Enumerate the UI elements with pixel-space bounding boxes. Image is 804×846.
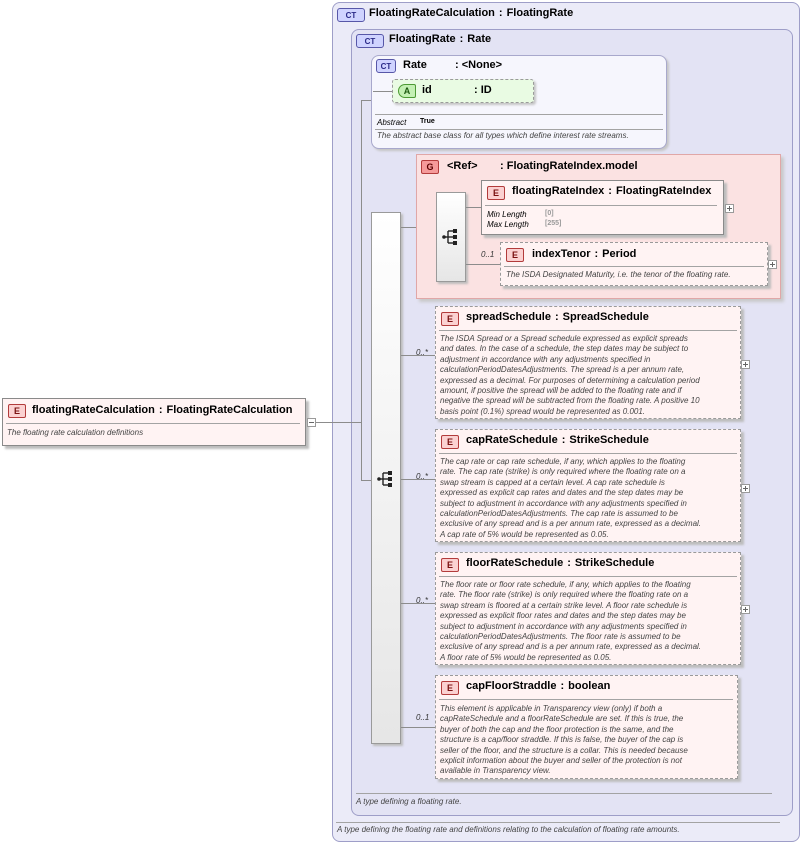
index-tenor-description: The ISDA Designated Maturity, i.e. the t… <box>506 270 731 279</box>
sequence-icon <box>442 229 457 245</box>
element-cap-rate-schedule[interactable] <box>435 429 741 542</box>
element-badge: E <box>441 435 459 449</box>
rate-type-description: The abstract base class for all types wh… <box>377 131 629 140</box>
min-length-value: [0] <box>545 210 554 217</box>
inner-complex-type-base: Rate <box>467 33 492 45</box>
sequence-icon <box>377 471 392 487</box>
element-badge: E <box>8 404 26 418</box>
max-length-label: Max Length <box>487 220 529 229</box>
cap-rate-schedule-description: The cap rate or cap rate schedule, if an… <box>440 457 702 539</box>
complex-type-badge: CT <box>376 59 396 73</box>
cap-rate-schedule-title: capRateSchedule:StrikeSchedule <box>466 434 649 446</box>
element-floor-rate-schedule[interactable] <box>435 552 741 665</box>
expand-toggle[interactable] <box>741 360 750 369</box>
cap-floor-straddle-title: capFloorStraddle:boolean <box>466 680 611 692</box>
index-tenor-type: Period <box>602 248 637 260</box>
index-tenor-name: indexTenor <box>532 248 591 260</box>
rate-type-base-wrap: : <None> <box>455 59 503 71</box>
root-element-title: floatingRateCalculation:FloatingRateCalc… <box>32 404 293 416</box>
collapse-toggle[interactable] <box>307 418 316 427</box>
outer-complex-type-base: FloatingRate <box>506 7 574 19</box>
floating-rate-index-name: floatingRateIndex <box>512 185 605 197</box>
cap-floor-straddle-name: capFloorStraddle <box>466 680 557 692</box>
complex-type-badge: CT <box>356 34 384 48</box>
inner-complex-type-name: FloatingRate <box>389 33 456 45</box>
cap-floor-straddle-multiplicity: 0..1 <box>416 713 430 722</box>
element-badge: E <box>506 248 524 262</box>
cap-rate-schedule-type: StrikeSchedule <box>569 434 649 446</box>
inner-complex-type-description: A type defining a floating rate. <box>356 797 462 806</box>
group-type-wrap: : FloatingRateIndex.model <box>500 160 638 172</box>
expand-toggle[interactable] <box>768 260 777 269</box>
floor-rate-schedule-type: StrikeSchedule <box>574 557 655 569</box>
floor-rate-schedule-multiplicity: 0..* <box>416 596 429 605</box>
attribute-name: id <box>422 84 432 96</box>
spread-schedule-name: spreadSchedule <box>466 311 551 323</box>
outer-complex-type-name: FloatingRateCalculation <box>369 7 495 19</box>
group-ref: <Ref> <box>447 160 478 172</box>
element-spread-schedule[interactable] <box>435 306 741 419</box>
floor-rate-schedule-title: floorRateSchedule:StrikeSchedule <box>466 557 655 569</box>
floating-rate-index-title: floatingRateIndex:FloatingRateIndex <box>512 185 712 197</box>
cap-rate-schedule-multiplicity: 0..* <box>416 472 429 481</box>
rate-type-title: Rate <box>403 59 427 71</box>
root-element-floating-rate-calculation[interactable] <box>2 398 306 446</box>
attribute-badge: A <box>398 84 416 98</box>
abstract-value: True <box>420 118 435 125</box>
element-floating-rate-index[interactable] <box>481 180 724 235</box>
index-tenor-title: indexTenor:Period <box>532 248 637 260</box>
expand-toggle[interactable] <box>741 605 750 614</box>
sequence-compositor[interactable] <box>371 212 401 744</box>
spread-schedule-multiplicity: 0..* <box>416 348 429 357</box>
root-element-name: floatingRateCalculation <box>32 404 155 416</box>
attribute-type-wrap: : ID <box>474 84 492 96</box>
floating-rate-index-type: FloatingRateIndex <box>615 185 712 197</box>
element-cap-floor-straddle[interactable] <box>435 675 738 779</box>
element-badge: E <box>441 681 459 695</box>
group-type: FloatingRateIndex.model <box>506 160 638 172</box>
spread-schedule-description: The ISDA Spread or a Spread schedule exp… <box>440 334 700 416</box>
cap-floor-straddle-description: This element is applicable in Transparen… <box>440 704 688 776</box>
group-badge: G <box>421 160 439 174</box>
cap-floor-straddle-type: boolean <box>568 680 611 692</box>
element-badge: E <box>487 186 505 200</box>
floor-rate-schedule-name: floorRateSchedule <box>466 557 564 569</box>
expand-toggle[interactable] <box>725 204 734 213</box>
outer-complex-type-title: FloatingRateCalculation:FloatingRate <box>369 7 574 19</box>
spread-schedule-type: SpreadSchedule <box>562 311 649 323</box>
rate-type-base: <None> <box>461 59 503 71</box>
max-length-value: [255] <box>545 220 562 227</box>
rate-type-name: Rate <box>403 59 427 71</box>
min-length-label: Min Length <box>487 210 527 219</box>
index-tenor-multiplicity: 0..1 <box>481 250 495 259</box>
expand-toggle[interactable] <box>741 484 750 493</box>
element-badge: E <box>441 558 459 572</box>
element-index-tenor[interactable] <box>500 242 768 286</box>
inner-complex-type-title: FloatingRate:Rate <box>389 33 492 45</box>
element-badge: E <box>441 312 459 326</box>
attribute-type: ID <box>480 84 492 96</box>
floor-rate-schedule-description: The floor rate or floor rate schedule, i… <box>440 580 702 662</box>
root-element-type: FloatingRateCalculation <box>166 404 293 416</box>
root-element-description: The floating rate calculation definition… <box>7 428 144 437</box>
complex-type-badge: CT <box>337 8 365 22</box>
cap-rate-schedule-name: capRateSchedule <box>466 434 558 446</box>
abstract-label: Abstract <box>377 118 407 127</box>
outer-complex-type-description: A type defining the floating rate and de… <box>337 825 680 834</box>
spread-schedule-title: spreadSchedule:SpreadSchedule <box>466 311 649 323</box>
